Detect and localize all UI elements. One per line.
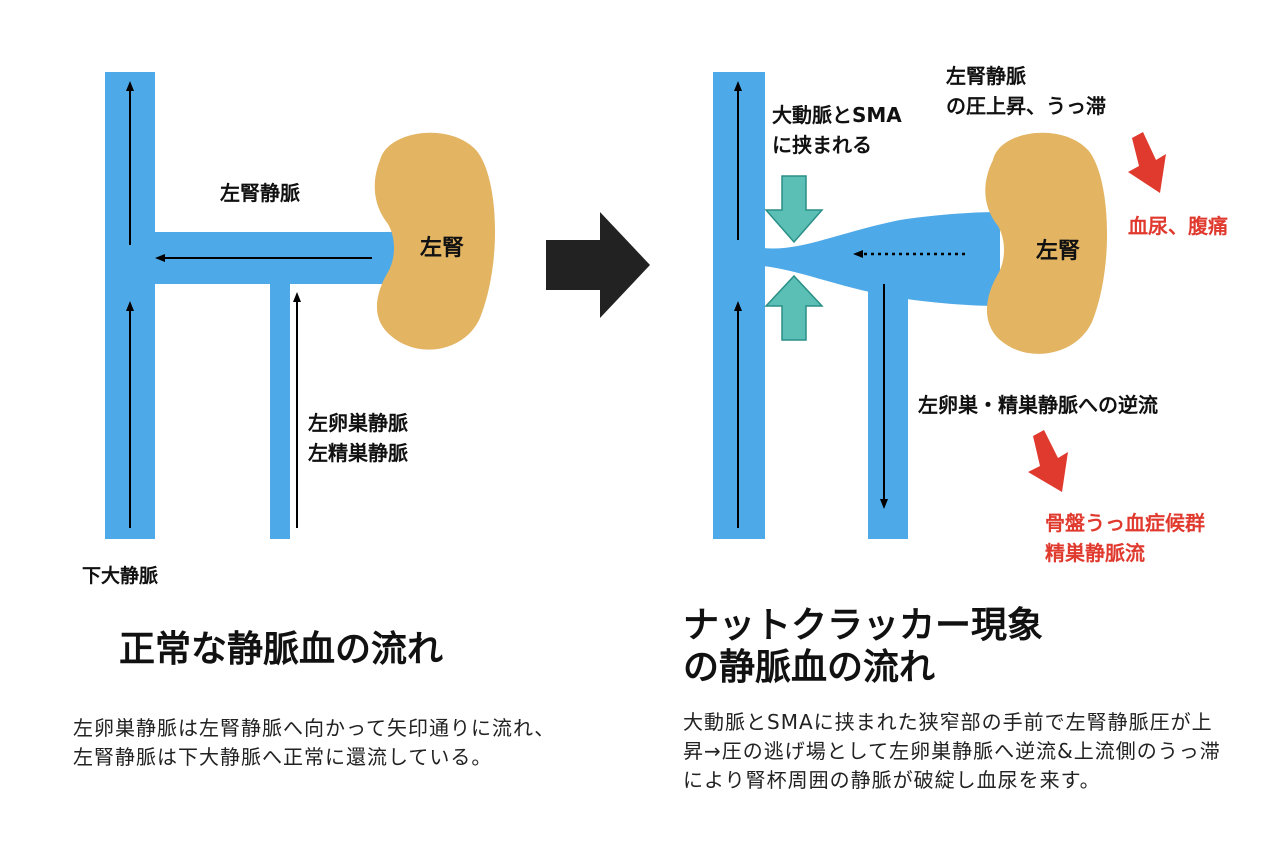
compressed-renal-vein-vessel xyxy=(763,212,1000,306)
right-kidney xyxy=(985,132,1108,354)
left-gonadal-vein-label-1: 左卵巣静脈 xyxy=(308,411,408,435)
symptom-hematuria-label: 血尿、腹痛 xyxy=(1128,214,1228,238)
left-kidney-label: 左腎 xyxy=(420,235,464,261)
compression-label-2: に挟まれる xyxy=(772,133,872,157)
reflux-label: 左卵巣・精巣静脈への逆流 xyxy=(918,393,1158,417)
left-kidney xyxy=(374,132,496,350)
gonadal-vein-vessel xyxy=(270,282,290,539)
left-description: 左卵巣静脈は左腎静脈へ向かって矢印通りに流れ、左腎静脈は下大静脈へ正常に還流して… xyxy=(73,716,556,769)
transition-arrow xyxy=(546,212,650,318)
ivc-label: 下大静脈 xyxy=(82,565,159,587)
left-renal-vein-label: 左腎静脈 xyxy=(220,181,300,205)
right-description: 大動脈とSMAに挟まれた狭窄部の手前で左腎静脈圧が上昇→圧の逃げ場として左卵巣静… xyxy=(683,710,1221,792)
left-title: 正常な静脈血の流れ xyxy=(119,629,444,670)
symptom-arrow-pelvic-congestion xyxy=(1028,430,1068,492)
right-title-line-1: ナットクラッカー現象 xyxy=(683,605,1044,646)
compression-arrow-bottom xyxy=(764,274,824,341)
compression-arrow-top xyxy=(764,175,824,244)
symptom-testicular-vein-label: 精巣静脈流 xyxy=(1045,541,1145,565)
right-title-line-2: の静脈血の流れ xyxy=(683,647,936,688)
symptom-pelvic-congestion-label: 骨盤うっ血症候群 xyxy=(1045,511,1205,535)
renal-pressure-label-2: の圧上昇、うっ滞 xyxy=(946,94,1106,118)
renal-pressure-label-1: 左腎静脈 xyxy=(946,64,1026,88)
left-gonadal-vein-label-2: 左精巣静脈 xyxy=(308,441,408,465)
symptom-arrow-hematuria xyxy=(1128,132,1166,193)
compression-label-1: 大動脈とSMA xyxy=(772,103,902,127)
normal-flow-diagram: 左腎 xyxy=(105,72,496,539)
nutcracker-flow-diagram: 左腎 xyxy=(713,72,1166,539)
gonadal-vein-vessel-nutcracker xyxy=(868,276,908,539)
right-kidney-label: 左腎 xyxy=(1036,238,1080,264)
